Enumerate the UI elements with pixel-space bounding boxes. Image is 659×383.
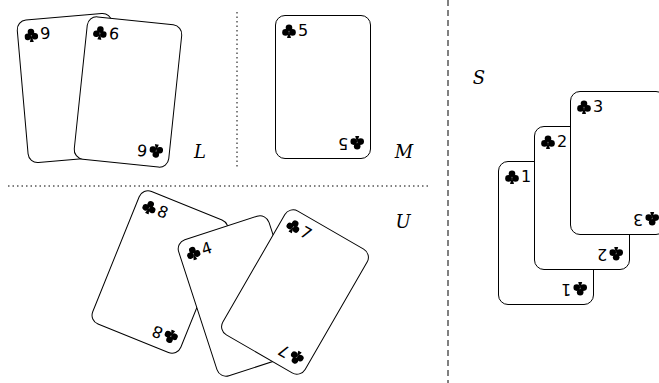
club-lobe bbox=[289, 29, 296, 36]
club-lobe bbox=[100, 31, 107, 38]
card-index: 5 bbox=[282, 23, 308, 39]
club-lobe bbox=[164, 330, 173, 339]
club-lobe bbox=[512, 175, 519, 182]
card-rank: 8 bbox=[155, 203, 170, 222]
club-stem bbox=[145, 207, 151, 215]
card-index: 9 bbox=[24, 26, 51, 44]
club-stem bbox=[169, 329, 175, 337]
club-symbol bbox=[185, 244, 203, 262]
club-lobe bbox=[584, 105, 591, 112]
club-symbol bbox=[577, 100, 591, 114]
card-rank: 1 bbox=[521, 169, 531, 185]
card-index: 6 bbox=[92, 24, 120, 43]
card-index: 2 bbox=[597, 246, 623, 262]
card-index: 4 bbox=[184, 240, 214, 263]
card-index: 3 bbox=[577, 99, 603, 115]
club-lobe bbox=[609, 249, 616, 256]
dotted-separator bbox=[8, 186, 428, 187]
club-stem bbox=[355, 136, 359, 143]
card-rank: 4 bbox=[199, 240, 214, 258]
card-rank: 7 bbox=[276, 341, 293, 360]
club-lobe bbox=[149, 146, 156, 153]
club-symbol bbox=[282, 24, 296, 38]
playing-card: 66 bbox=[73, 15, 184, 168]
club-lobe bbox=[505, 175, 512, 182]
card-rank: 5 bbox=[298, 23, 308, 39]
dotted-separator bbox=[237, 12, 238, 168]
card-index: 6 bbox=[136, 141, 164, 160]
card-index: 3 bbox=[633, 211, 659, 227]
club-symbol bbox=[24, 28, 39, 43]
club-symbol bbox=[350, 136, 364, 150]
card-rank: 7 bbox=[297, 224, 314, 243]
card-rank: 5 bbox=[338, 135, 348, 151]
card-rank: 3 bbox=[633, 211, 643, 227]
club-stem bbox=[650, 212, 654, 219]
club-lobe bbox=[573, 284, 580, 291]
card-rank: 3 bbox=[593, 99, 603, 115]
club-stem bbox=[288, 226, 295, 234]
card-rank: 6 bbox=[136, 141, 148, 158]
card-index: 8 bbox=[140, 197, 170, 222]
card-rank: 6 bbox=[108, 26, 120, 43]
club-stem bbox=[295, 350, 302, 358]
group-label: S bbox=[473, 69, 485, 87]
club-stem bbox=[546, 142, 550, 149]
club-symbol bbox=[161, 328, 179, 346]
playing-card: 55 bbox=[275, 15, 371, 159]
card-index: 7 bbox=[283, 216, 314, 243]
card-index: 7 bbox=[276, 341, 307, 368]
club-stem bbox=[154, 144, 159, 151]
card-rank: 8 bbox=[150, 322, 165, 341]
club-lobe bbox=[541, 140, 548, 147]
group-label: U bbox=[395, 213, 410, 231]
club-symbol bbox=[505, 170, 519, 184]
club-lobe bbox=[548, 140, 555, 147]
club-stem bbox=[29, 35, 34, 42]
club-symbol bbox=[645, 212, 659, 226]
card-rank: 9 bbox=[40, 26, 52, 43]
group-label: M bbox=[395, 143, 413, 161]
club-stem bbox=[614, 247, 618, 254]
card-rank: 2 bbox=[597, 246, 607, 262]
club-lobe bbox=[282, 29, 289, 36]
group-label: L bbox=[194, 143, 206, 161]
club-stem bbox=[191, 253, 197, 261]
club-lobe bbox=[186, 252, 194, 260]
club-symbol bbox=[573, 282, 587, 296]
club-stem bbox=[578, 282, 582, 289]
club-symbol bbox=[148, 144, 163, 159]
club-symbol bbox=[92, 25, 107, 40]
club-stem bbox=[510, 177, 514, 184]
club-lobe bbox=[645, 214, 652, 221]
club-symbol bbox=[541, 135, 555, 149]
club-stem bbox=[97, 33, 102, 40]
card-index: 5 bbox=[338, 135, 364, 151]
card-rank: 1 bbox=[561, 281, 571, 297]
card-index: 8 bbox=[150, 322, 180, 347]
club-stem bbox=[582, 107, 586, 114]
club-lobe bbox=[24, 33, 31, 40]
club-stem bbox=[287, 31, 291, 38]
playing-card: 33 bbox=[570, 91, 659, 235]
club-symbol bbox=[609, 247, 623, 261]
card-index: 2 bbox=[541, 134, 567, 150]
club-lobe bbox=[577, 105, 584, 112]
dashed-separator bbox=[448, 0, 449, 383]
club-lobe bbox=[290, 350, 299, 359]
card-index: 1 bbox=[561, 281, 587, 297]
card-rank: 2 bbox=[557, 134, 567, 150]
club-lobe bbox=[350, 138, 357, 145]
card-index: 1 bbox=[505, 169, 531, 185]
